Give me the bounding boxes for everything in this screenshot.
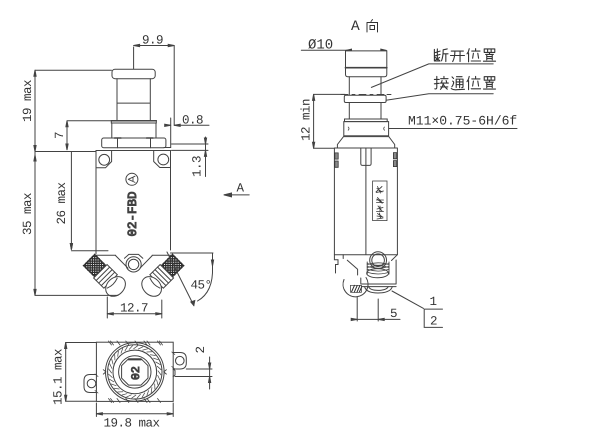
- svg-text:26 max: 26 max: [55, 182, 69, 224]
- svg-text:9.9: 9.9: [142, 34, 163, 48]
- svg-text:7: 7: [53, 132, 67, 139]
- svg-text:Ø10: Ø10: [308, 38, 333, 54]
- svg-text:2: 2: [430, 315, 437, 329]
- svg-text:1.3: 1.3: [191, 156, 205, 177]
- svg-text:02: 02: [130, 366, 143, 380]
- svg-text:45°: 45°: [191, 279, 212, 293]
- svg-text:M11×0.75-6H/6f: M11×0.75-6H/6f: [408, 114, 517, 129]
- svg-text:0.8: 0.8: [182, 114, 203, 128]
- svg-text:12 min: 12 min: [300, 99, 314, 141]
- svg-text:2: 2: [194, 346, 208, 353]
- svg-text:15.1 max: 15.1 max: [52, 349, 66, 405]
- svg-text:02-FBD: 02-FBD: [126, 191, 140, 236]
- svg-text:19.8 max: 19.8 max: [104, 417, 160, 431]
- svg-text:A: A: [237, 182, 245, 196]
- svg-text:A: A: [351, 19, 360, 35]
- svg-text:19 max: 19 max: [21, 80, 35, 122]
- svg-text:35 max: 35 max: [21, 193, 35, 235]
- svg-text:5: 5: [390, 307, 397, 321]
- svg-text:1: 1: [430, 295, 437, 309]
- svg-text:12.7: 12.7: [120, 302, 148, 316]
